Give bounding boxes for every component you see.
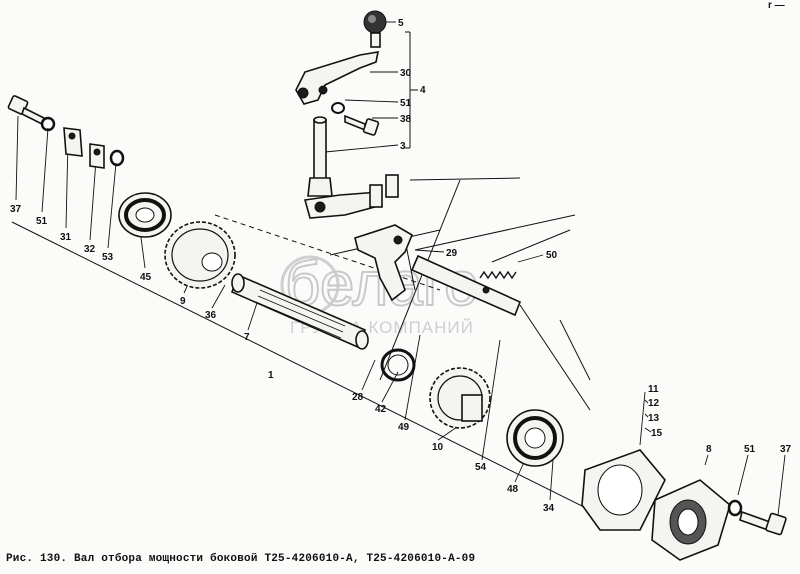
label-54: 54 bbox=[475, 462, 487, 473]
label-5: 5 bbox=[398, 18, 404, 29]
bearing-part-48 bbox=[506, 409, 564, 467]
label-29: 29 bbox=[446, 248, 458, 259]
label-4: 4 bbox=[420, 85, 426, 96]
label-7: 7 bbox=[244, 332, 250, 343]
gear-part-9 bbox=[164, 221, 236, 289]
label-38: 38 bbox=[400, 114, 412, 125]
shift-fork-part-28 bbox=[354, 224, 414, 302]
corner-mark: r — bbox=[768, 0, 785, 11]
label-42: 42 bbox=[375, 404, 387, 415]
label-8: 8 bbox=[706, 444, 712, 455]
shift-shaft-part-3 bbox=[303, 116, 399, 219]
label-dashes bbox=[644, 399, 652, 433]
splined-shaft-part-7 bbox=[230, 273, 369, 350]
label-15: 15 bbox=[651, 428, 663, 439]
label-11: 11 bbox=[648, 384, 659, 395]
label-50: 50 bbox=[546, 250, 558, 261]
snap-ring-part-42 bbox=[380, 348, 416, 382]
label-31: 31 bbox=[60, 232, 72, 243]
bearing-part-45 bbox=[118, 192, 172, 238]
label-32: 32 bbox=[84, 244, 96, 255]
part-labels: 5 30 4 51 38 3 37 51 31 32 53 45 9 36 7 … bbox=[10, 0, 792, 514]
gear-part-10 bbox=[429, 367, 491, 429]
lever-part-30 bbox=[295, 51, 380, 105]
bolt-part-38 bbox=[344, 114, 380, 136]
label-30: 30 bbox=[400, 68, 412, 79]
label-13: 13 bbox=[648, 413, 660, 424]
label-1: 1 bbox=[268, 370, 274, 381]
washer-part-51-left bbox=[40, 116, 56, 132]
label-48: 48 bbox=[507, 484, 519, 495]
label-12: 12 bbox=[648, 398, 660, 409]
label-51-right: 51 bbox=[744, 444, 756, 455]
bolt-part-37-right bbox=[739, 510, 787, 536]
spring-part-50 bbox=[479, 270, 517, 280]
label-49: 49 bbox=[398, 422, 410, 433]
label-45: 45 bbox=[140, 272, 152, 283]
washer-part-51-top bbox=[331, 102, 345, 114]
bolt-part-37-left bbox=[7, 95, 45, 126]
washer-part-53 bbox=[109, 149, 125, 167]
label-51-top: 51 bbox=[400, 98, 412, 109]
label-10: 10 bbox=[432, 442, 444, 453]
label-51-left: 51 bbox=[36, 216, 48, 227]
plate-part-32 bbox=[89, 143, 105, 169]
knob-part-5 bbox=[363, 10, 387, 48]
figure-caption: Рис. 130. Вал отбора мощности боковой Т2… bbox=[6, 553, 476, 565]
gasket-part-11 bbox=[581, 449, 666, 531]
label-53: 53 bbox=[102, 252, 114, 263]
label-37-left: 37 bbox=[10, 204, 22, 215]
washer-part-51-right bbox=[727, 499, 743, 517]
label-3: 3 bbox=[400, 141, 406, 152]
label-34: 34 bbox=[543, 503, 555, 514]
label-9: 9 bbox=[180, 296, 186, 307]
lock-plate-part-31 bbox=[63, 127, 83, 157]
cover-part-8 bbox=[651, 479, 731, 561]
label-37-right: 37 bbox=[780, 444, 792, 455]
label-36: 36 bbox=[205, 310, 217, 321]
assembly-lines bbox=[11, 31, 591, 511]
label-28: 28 bbox=[352, 392, 364, 403]
shift-rod-part-29 bbox=[410, 254, 522, 317]
